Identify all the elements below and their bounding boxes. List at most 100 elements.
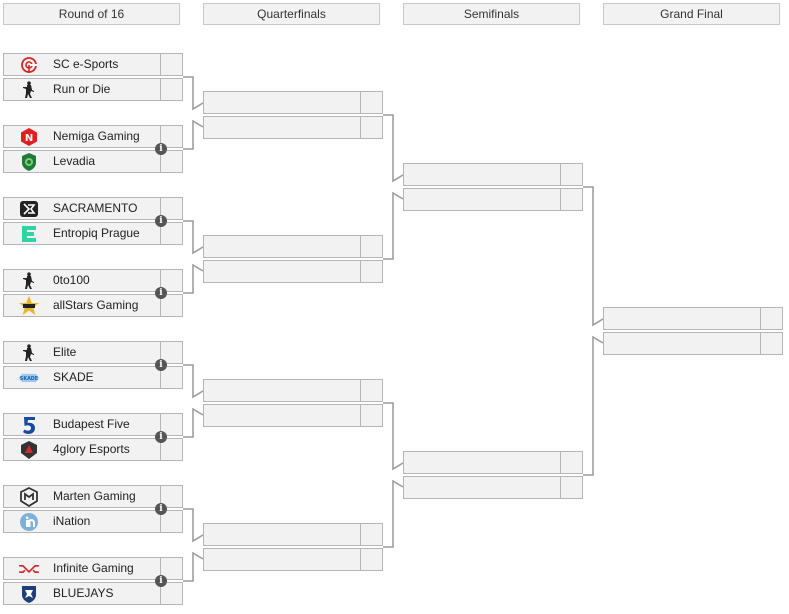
empty-team-slot[interactable] (603, 307, 783, 330)
team-slot[interactable]: iNation (3, 510, 183, 533)
team-slot[interactable]: Budapest Five (3, 413, 183, 436)
bluejays-logo-icon (18, 584, 40, 604)
team-score (160, 583, 182, 604)
team-score (160, 54, 182, 75)
match-info-icon[interactable]: i (155, 575, 167, 587)
match-round-of-16-6[interactable]: Budapest Five 4glory Esports i (3, 413, 183, 461)
match-quarterfinal-4[interactable] (203, 523, 383, 571)
team-name: 4glory Esports (53, 442, 130, 456)
team-name: allStars Gaming (53, 298, 139, 312)
team-name: Levadia (53, 154, 96, 168)
team-slot[interactable]: Infinite Gaming (3, 557, 183, 580)
team-score (760, 308, 782, 329)
match-quarterfinal-1[interactable] (203, 91, 383, 139)
allstars-logo-icon (18, 296, 40, 316)
team-name: Nemiga Gaming (53, 129, 140, 143)
empty-team-slot[interactable] (203, 235, 383, 258)
team-name: 0to100 (53, 273, 90, 287)
team-score (360, 380, 382, 401)
team-slot[interactable]: SC e-Sports (3, 53, 183, 76)
team-score (160, 126, 182, 147)
team-score (360, 405, 382, 426)
round-header-round-of-16: Round of 16 (3, 3, 180, 25)
bracket-connector-line (183, 119, 204, 150)
match-quarterfinal-2[interactable] (203, 235, 383, 283)
team-score (160, 511, 182, 532)
match-semifinal-2[interactable] (403, 451, 583, 499)
team-name: BLUEJAYS (53, 586, 114, 600)
empty-team-slot[interactable] (403, 476, 583, 499)
match-info-icon[interactable]: i (155, 359, 167, 371)
empty-team-slot[interactable] (403, 188, 583, 211)
match-info-icon[interactable]: i (155, 143, 167, 155)
team-slot[interactable]: 4glory Esports (3, 438, 183, 461)
team-name: Entropiq Prague (53, 226, 140, 240)
infinite-logo-icon (18, 559, 40, 579)
bracket-connector-line (183, 364, 204, 399)
empty-team-slot[interactable] (203, 116, 383, 139)
sacramento-logo-icon (18, 199, 40, 219)
empty-team-slot[interactable] (203, 404, 383, 427)
empty-team-slot[interactable] (403, 451, 583, 474)
team-slot[interactable]: BLUEJAYS (3, 582, 183, 605)
4glory-logo-icon (18, 440, 40, 460)
team-slot[interactable]: Run or Die (3, 78, 183, 101)
team-score (360, 549, 382, 570)
team-score (360, 236, 382, 257)
bracket-connector-line (183, 220, 204, 255)
entropiq-logo-icon (18, 224, 40, 244)
team-slot[interactable]: allStars Gaming (3, 294, 183, 317)
team-name: Elite (53, 345, 77, 359)
bracket-connector-line (183, 508, 204, 543)
team-slot[interactable]: Elite (3, 341, 183, 364)
match-info-icon[interactable]: i (155, 431, 167, 443)
bracket-connector-line (583, 186, 604, 327)
bracket-connector-line (383, 479, 404, 548)
bracket-connector-line (583, 335, 604, 476)
team-score (160, 558, 182, 579)
bracket-connector-line (183, 76, 204, 111)
bracket-connector-line (183, 407, 204, 438)
match-info-icon[interactable]: i (155, 503, 167, 515)
match-info-icon[interactable]: i (155, 287, 167, 299)
svg-text:SKADE: SKADE (20, 376, 38, 382)
empty-team-slot[interactable] (203, 379, 383, 402)
empty-team-slot[interactable] (203, 548, 383, 571)
team-name: Budapest Five (53, 417, 130, 431)
empty-team-slot[interactable] (603, 332, 783, 355)
team-score (160, 367, 182, 388)
match-grand-final[interactable] (603, 307, 783, 355)
sc-esports-logo-icon (18, 55, 40, 75)
round-header-quarterfinals: Quarterfinals (203, 3, 380, 25)
empty-team-slot[interactable] (403, 163, 583, 186)
match-round-of-16-4[interactable]: 0to100 allStars Gaming i (3, 269, 183, 317)
match-info-icon[interactable]: i (155, 215, 167, 227)
team-slot[interactable]: Levadia (3, 150, 183, 173)
team-name: iNation (53, 514, 91, 528)
empty-team-slot[interactable] (203, 523, 383, 546)
team-slot[interactable]: 0to100 (3, 269, 183, 292)
team-slot[interactable]: Marten Gaming (3, 485, 183, 508)
team-name: SACRAMENTO (53, 201, 138, 215)
team-score (560, 164, 582, 185)
match-semifinal-1[interactable] (403, 163, 583, 211)
empty-team-slot[interactable] (203, 91, 383, 114)
round-header-grand-final: Grand Final (603, 3, 780, 25)
team-score (160, 439, 182, 460)
team-score (360, 117, 382, 138)
empty-team-slot[interactable] (203, 260, 383, 283)
match-round-of-16-7[interactable]: Marten Gaming iNation i (3, 485, 183, 533)
match-quarterfinal-3[interactable] (203, 379, 383, 427)
team-slot[interactable]: SACRAMENTO (3, 197, 183, 220)
bracket-connector-line (183, 551, 204, 582)
team-score (360, 261, 382, 282)
team-slot[interactable]: Entropiq Prague (3, 222, 183, 245)
match-round-of-16-3[interactable]: SACRAMENTO Entropiq Prague i (3, 197, 183, 245)
